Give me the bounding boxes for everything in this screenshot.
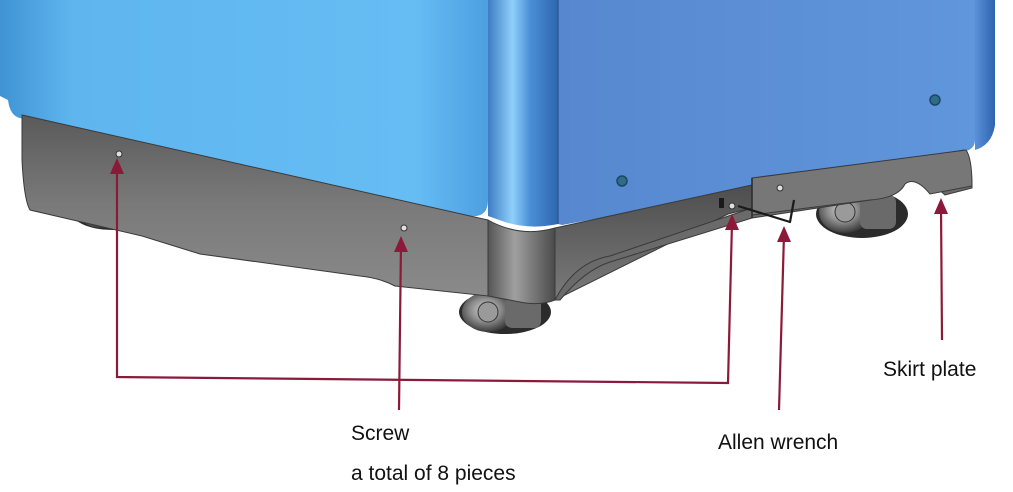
skirt-plate-panel	[751, 149, 973, 216]
cabinet-body	[0, 0, 995, 227]
cabinet-right-panel	[558, 0, 975, 225]
screw-leader-line-2	[397, 241, 403, 411]
allen-wrench-label: Allen wrench	[718, 431, 838, 454]
arrowhead-screw-3	[725, 214, 739, 230]
skirt-screw-2	[400, 224, 408, 232]
skirt-plate-label: Skirt plate	[883, 358, 976, 381]
panel-bolt-right	[929, 94, 941, 106]
skirt-screw-4	[728, 202, 736, 210]
arrowhead-allen-wrench	[777, 226, 791, 242]
arrowhead-screw-2	[394, 236, 408, 252]
leader-lines	[115, 165, 944, 411]
allen-wrench-leader-line	[777, 233, 786, 411]
cabinet-corner	[488, 0, 558, 227]
screw-label: Screw	[351, 422, 410, 445]
skirt-screw-1	[115, 150, 123, 158]
allen-wrench	[737, 199, 796, 224]
panel-bolt-left	[616, 175, 628, 187]
skirt-plate-leader-line	[939, 205, 944, 341]
skirt-corner	[487, 219, 556, 305]
skirt-screw-3	[776, 184, 784, 192]
arrowhead-screw-1	[110, 158, 124, 174]
leader-arrowheads	[110, 158, 948, 252]
arrowhead-skirt-plate	[934, 198, 948, 214]
wrench-slot	[719, 198, 724, 208]
cabinet-right-edge	[975, 0, 995, 150]
screw-leader-line	[115, 165, 734, 385]
skirt-plate	[21, 114, 973, 305]
cabinet-left-panel	[0, 0, 488, 217]
skirt-left-side	[21, 114, 489, 297]
screw-count-label: a total of 8 pieces	[351, 462, 516, 485]
